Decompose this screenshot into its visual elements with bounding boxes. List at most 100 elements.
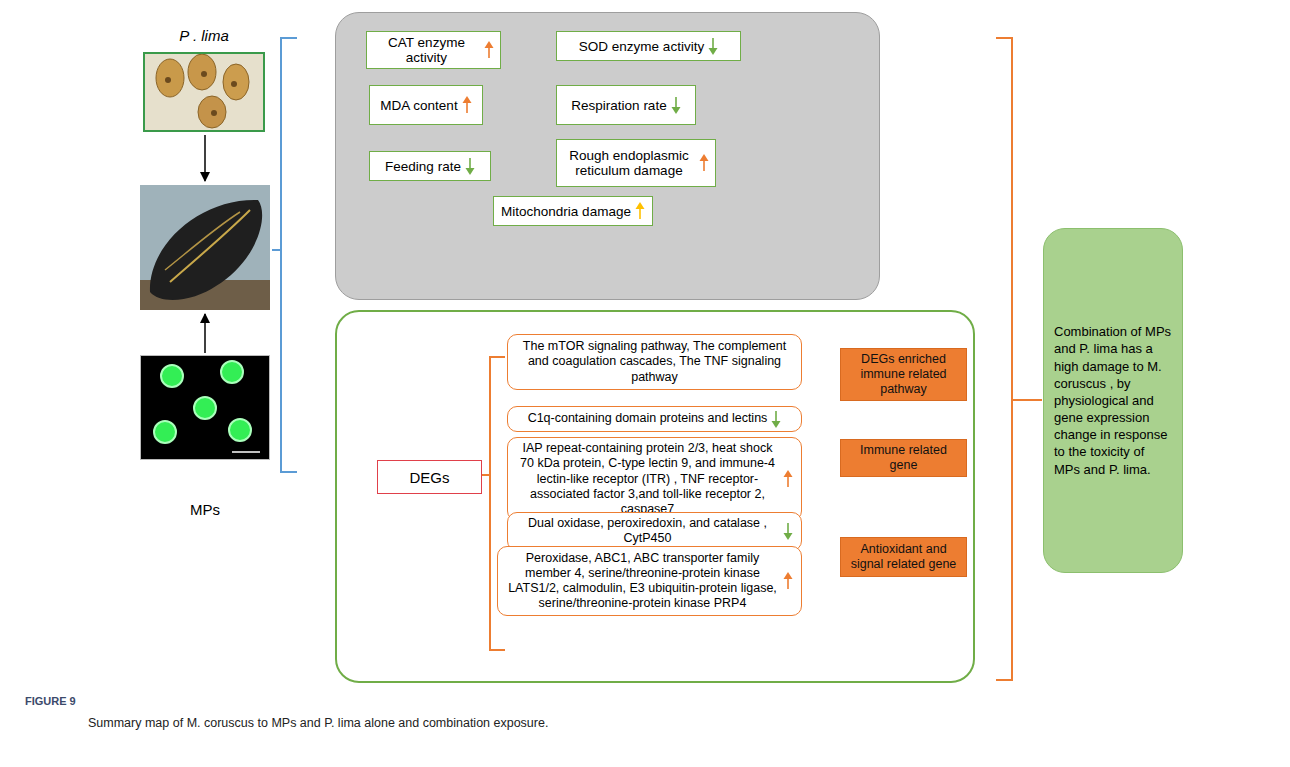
- arrow-head: [784, 533, 793, 540]
- box-text: MDA content: [380, 98, 457, 113]
- increase-arrow: [462, 96, 472, 114]
- decrease-arrow: [771, 410, 781, 428]
- increase-arrow: [783, 470, 793, 488]
- arrow-head: [700, 154, 709, 161]
- decrease-arrow: [708, 37, 718, 55]
- flow-arrow: [204, 314, 206, 353]
- box-text: Immune related gene: [847, 443, 960, 473]
- result-box: Feeding rate: [369, 151, 491, 181]
- degs-box: DEGs: [377, 460, 482, 494]
- box-text: Respiration rate: [571, 98, 666, 113]
- box-text: DEGs: [409, 469, 449, 486]
- box-text: IAP repeat-containing protein 2/3, heat …: [516, 441, 779, 517]
- flow-arrow: [204, 135, 206, 181]
- microplastic-bead: [221, 361, 243, 383]
- result-box: SOD enzyme activity: [556, 31, 741, 61]
- arrow-head: [709, 48, 718, 55]
- box-text: Antioxidant and signal related gene: [847, 542, 960, 572]
- box-text: Mitochondria damage: [501, 204, 631, 219]
- box-text: Combination of MPs and P. lima has a hig…: [1054, 323, 1172, 477]
- arrow-shaft: [466, 102, 468, 113]
- arrow-head: [635, 202, 644, 209]
- gene-box: The mTOR signaling pathway, The compleme…: [507, 334, 802, 390]
- gene-box: C1q-containing domain proteins and lecti…: [507, 406, 802, 432]
- scale-bar: [232, 451, 260, 453]
- gene-box: IAP repeat-containing protein 2/3, heat …: [507, 437, 802, 521]
- category-tag: DEGs enriched immune related pathway: [840, 348, 967, 401]
- arrow-head: [772, 421, 781, 428]
- mussel-photo: [140, 185, 270, 310]
- cell-spot: [231, 81, 237, 87]
- decrease-arrow: [783, 522, 793, 540]
- panel: CAT enzyme activity SOD enzyme activityMD…: [335, 12, 880, 300]
- arrow-head: [784, 572, 793, 579]
- image-label: P . lima: [125, 27, 283, 44]
- microplastic-bead: [154, 421, 176, 443]
- decrease-arrow: [465, 157, 475, 175]
- bracket-tick: [1012, 399, 1042, 401]
- blue-bracket: [281, 38, 297, 472]
- arrow-shaft: [703, 160, 705, 171]
- caption: Summary map of M. coruscus to MPs and P.…: [88, 716, 548, 730]
- arrow-shaft: [469, 158, 471, 169]
- shell-streak: [165, 212, 240, 270]
- arrow-head: [465, 168, 474, 175]
- photo-ground: [140, 355, 270, 460]
- arrow-shaft: [787, 578, 789, 589]
- arrow-shaft: [787, 476, 789, 487]
- box-text: Feeding rate: [385, 159, 461, 174]
- arrow-head: [784, 470, 793, 477]
- box-text: Peroxidase, ABC1, ABC transporter family…: [506, 551, 779, 612]
- arrow-shaft: [675, 97, 677, 108]
- box-text: C1q-containing domain proteins and lecti…: [528, 411, 768, 426]
- box-text: DEGs enriched immune related pathway: [847, 352, 960, 397]
- arrow-head: [485, 41, 494, 48]
- orange-bracket: [996, 38, 1012, 680]
- decrease-arrow: [671, 96, 681, 114]
- image-label: MPs: [121, 501, 289, 518]
- gene-box: Peroxidase, ABC1, ABC transporter family…: [497, 546, 802, 616]
- box-text: The mTOR signaling pathway, The compleme…: [516, 339, 793, 385]
- mps-photo: [140, 355, 270, 460]
- box-text: Dual oxidase, peroxiredoxin, and catalas…: [516, 516, 779, 547]
- cell: [198, 96, 226, 128]
- arrow-shaft: [787, 523, 789, 534]
- result-box: MDA content: [369, 85, 483, 125]
- increase-arrow: [699, 154, 709, 172]
- increase-arrow: [635, 202, 645, 220]
- cell: [156, 59, 184, 97]
- increase-arrow: [484, 41, 494, 59]
- microplastic-bead: [194, 397, 216, 419]
- result-box: Rough endoplasmic reticulum damage: [556, 139, 716, 187]
- gene-box: Dual oxidase, peroxiredoxin, and catalas…: [507, 512, 802, 551]
- microplastic-bead: [229, 419, 251, 441]
- cell: [223, 64, 249, 100]
- microplastic-bead: [161, 365, 183, 387]
- cell-spot: [165, 77, 171, 83]
- cell: [188, 54, 216, 90]
- result-box: CAT enzyme activity: [366, 31, 501, 69]
- summary-box: Combination of MPs and P. lima has a hig…: [1043, 228, 1183, 573]
- cell-spot: [211, 110, 217, 116]
- panel: DEGs The mTOR signaling pathway, The comp…: [335, 310, 975, 683]
- arrow-shaft: [488, 47, 490, 58]
- arrow-shaft: [639, 208, 641, 219]
- photo-ground: [140, 185, 270, 310]
- arrow-head: [462, 96, 471, 103]
- box-text: CAT enzyme activity: [373, 35, 480, 65]
- box-text: Rough endoplasmic reticulum damage: [563, 148, 695, 178]
- category-tag: Immune related gene: [840, 439, 967, 477]
- cell-spot: [201, 71, 207, 77]
- result-box: Mitochondria damage: [493, 196, 653, 226]
- bracket-tick: [272, 249, 281, 251]
- category-tag: Antioxidant and signal related gene: [840, 537, 967, 577]
- arrow-head: [671, 107, 680, 114]
- increase-arrow: [783, 572, 793, 590]
- plima-photo: [143, 52, 265, 132]
- figure-number: FIGURE 9: [25, 695, 76, 707]
- mussel-shell: [150, 200, 262, 300]
- shell-streak: [170, 210, 250, 282]
- arrow-shaft: [712, 38, 714, 49]
- arrow-shaft: [776, 411, 778, 422]
